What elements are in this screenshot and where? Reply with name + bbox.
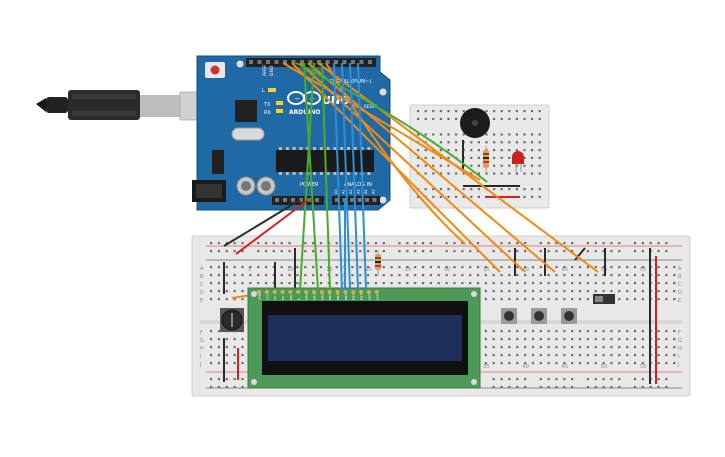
lcd-pin-label: DB3 — [328, 294, 332, 300]
row-letter: D — [200, 290, 204, 296]
backlight-resistor[interactable] — [375, 250, 381, 276]
signal-wires[interactable] — [223, 62, 599, 291]
column-number: 30 — [444, 267, 450, 273]
lcd-pin-label: RS — [281, 296, 285, 300]
row-letter: I — [200, 354, 201, 360]
rx-label: RX — [264, 110, 271, 116]
pushbutton-3[interactable] — [561, 308, 577, 324]
lcd-pin[interactable] — [257, 290, 261, 294]
row-letter: F — [678, 330, 681, 336]
lcd-pin[interactable] — [311, 290, 316, 294]
lcd-pin[interactable] — [366, 290, 371, 294]
row-letter: H — [678, 346, 682, 352]
row-letter: A — [200, 266, 204, 272]
lcd-pin-label: GND — [258, 292, 262, 300]
column-number: 45 — [562, 267, 568, 273]
row-letter: A — [678, 266, 682, 272]
pushbutton-2[interactable] — [531, 308, 547, 324]
column-number: 25 — [405, 267, 411, 273]
row-letter: F — [200, 330, 203, 336]
column-number: 10 — [287, 267, 293, 273]
lcd-pin[interactable] — [327, 290, 332, 294]
led-resistor[interactable] — [483, 146, 489, 175]
lcd-pin-label: DB6 — [352, 294, 356, 300]
brand-label: ARDUINO — [289, 109, 320, 116]
lcd-pin-label: LED — [367, 293, 371, 300]
lcd-pin[interactable] — [304, 290, 309, 294]
lcd-screen — [268, 315, 462, 361]
lcd-pin[interactable] — [288, 290, 293, 294]
row-letter: C — [678, 282, 682, 288]
lcd-pin-label: E — [297, 298, 301, 300]
lcd-pin[interactable] — [319, 290, 324, 294]
column-number: 20 — [366, 267, 372, 273]
row-letter: H — [200, 346, 204, 352]
column-number: 50 — [601, 364, 607, 370]
analog-header[interactable] — [332, 196, 380, 205]
row-letter: D — [678, 290, 682, 296]
power-label: POWER — [300, 182, 319, 188]
aref-label: AREF — [262, 64, 268, 76]
lcd-pin-label: LED — [375, 293, 379, 300]
row-letter: B — [200, 274, 204, 280]
l-label: L — [262, 88, 265, 94]
usb-cable[interactable] — [36, 90, 201, 121]
column-number: 35 — [483, 364, 489, 370]
gnd-label: GND — [269, 65, 275, 76]
lcd-pin[interactable] — [296, 290, 301, 294]
lcd-pin-label: DB2 — [320, 294, 324, 300]
reset-label: RESET — [364, 104, 377, 109]
row-letter: G — [678, 338, 682, 344]
lcd-pin-label: DB1 — [312, 294, 316, 300]
row-letter: J — [199, 362, 201, 368]
analog-pin-label: A3 — [357, 189, 361, 194]
rail-wires[interactable] — [223, 247, 657, 384]
lcd-pin-label: DB5 — [344, 294, 348, 300]
row-letter: C — [200, 282, 204, 288]
row-letter: E — [200, 298, 203, 304]
red-led[interactable] — [512, 151, 524, 172]
column-number: 55 — [640, 267, 646, 273]
lcd-pin[interactable] — [359, 290, 364, 294]
analog-pin-label: A4 — [364, 189, 368, 194]
column-number: 35 — [483, 267, 489, 273]
lcd-pin[interactable] — [335, 290, 340, 294]
lcd-pin-label: DB0 — [305, 294, 309, 300]
lcd-pin[interactable] — [264, 290, 269, 294]
lcd-pin[interactable] — [343, 290, 348, 294]
potentiometer[interactable] — [220, 308, 244, 332]
row-letter: E — [678, 298, 681, 304]
lcd-pin-label: DB7 — [360, 294, 364, 300]
column-number: 45 — [562, 364, 568, 370]
row-letter: B — [678, 274, 682, 280]
column-number: 40 — [522, 364, 528, 370]
column-number: 50 — [601, 267, 607, 273]
lcd-pin-label: V0 — [273, 296, 277, 300]
analog-pin-label: A2 — [349, 189, 353, 194]
row-letter: J — [677, 362, 679, 368]
lcd-pin-label: DB4 — [336, 294, 340, 300]
column-number: 40 — [522, 267, 528, 273]
lcd-pin[interactable] — [351, 290, 356, 294]
tx-label: TX — [263, 102, 271, 108]
column-number: 55 — [640, 364, 646, 370]
analog-label: ANALOG IN — [344, 182, 372, 188]
lcd-pin-label: RW — [289, 295, 293, 300]
slide-switch[interactable] — [593, 294, 615, 304]
pushbutton-1[interactable] — [501, 308, 517, 324]
analog-pin-label: A0 — [334, 189, 338, 194]
lcd-pin-label: VCC — [265, 294, 269, 300]
row-letter: G — [200, 338, 204, 344]
lcd-pin[interactable] — [272, 290, 277, 294]
analog-pin-label: A1 — [342, 189, 346, 194]
column-number: 5 — [248, 267, 251, 273]
small-breadboard[interactable] — [409, 104, 550, 209]
lcd-pin[interactable] — [374, 290, 379, 294]
row-letter: I — [678, 354, 679, 360]
svg-text:−: − — [294, 95, 300, 103]
analog-pin-label: A5 — [372, 189, 376, 194]
lcd-pin[interactable] — [280, 290, 285, 294]
